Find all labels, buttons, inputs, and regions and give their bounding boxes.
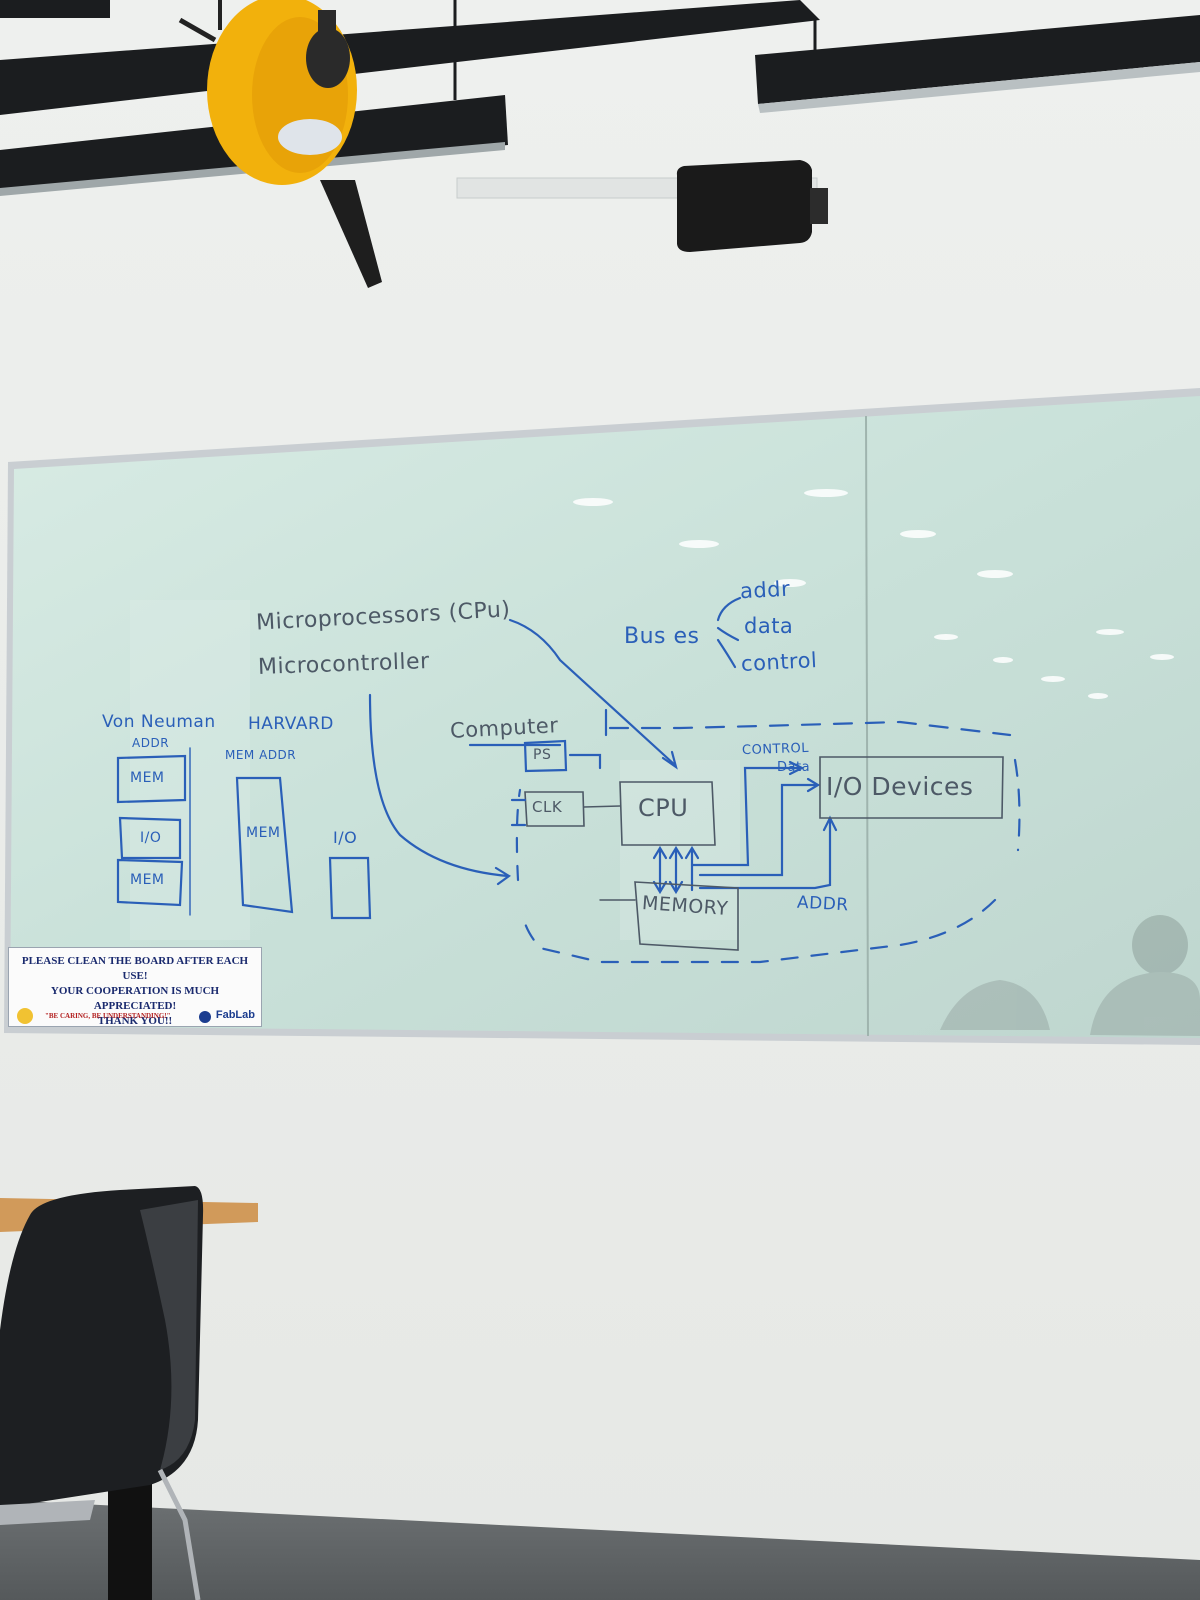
board-harvard-addr: MEM ADDR [225,748,297,762]
board-von-neumann-mem-1: MEM [130,770,165,786]
board-bus-addr: addr [739,576,791,604]
notice-line-3: THANK YOU!! [97,1015,173,1027]
board-harvard-io: I/O [333,828,358,847]
diagram-strokes [116,596,1021,964]
board-bus-control: control [740,648,818,676]
floor [0,1500,1200,1600]
board-buses-title: Bus es [624,624,700,649]
board-von-neumann-title: Von Neuman [102,712,216,732]
notice-line-1: PLEASE CLEAN THE BOARD AFTER EACH USE! [21,955,249,982]
board-clk-label: CLK [532,798,563,816]
board-harvard-mem: MEM [246,825,281,841]
smiley-icon [17,1008,33,1024]
board-control-label: CONTROL [741,740,810,759]
board-harvard-title: HARVARD [248,714,334,734]
people-reflection [940,915,1200,1036]
chair-icon [0,1186,204,1600]
cleaning-notice-sign: PLEASE CLEAN THE BOARD AFTER EACH USE! Y… [8,947,262,1027]
panel-seam [865,415,869,1037]
board-cpu-label: CPU [638,794,689,822]
board-io-devices-label: I/O Devices [826,772,974,801]
board-von-neumann-addr: ADDR [132,736,170,750]
fablab-logo-icon [199,1011,211,1023]
board-data-label: Data [777,760,811,775]
notice-line-2: YOUR COOPERATION IS MUCH APPRECIATED! [50,985,220,1012]
speaker-icon [676,160,828,252]
board-ps-label: PS [533,747,552,763]
board-von-neumann-io: I/O [140,830,162,846]
board-addr-label: ADDR [796,892,850,916]
cable-reel-icon [178,0,382,288]
table-leg [108,1480,152,1600]
board-von-neumann-mem-2: MEM [130,872,165,888]
notice-brand: FabLab [215,1009,255,1021]
notice-tagline: "BE CARING, BE UNDERSTANDING!" [45,1012,171,1020]
board-bus-data: data [744,614,794,638]
